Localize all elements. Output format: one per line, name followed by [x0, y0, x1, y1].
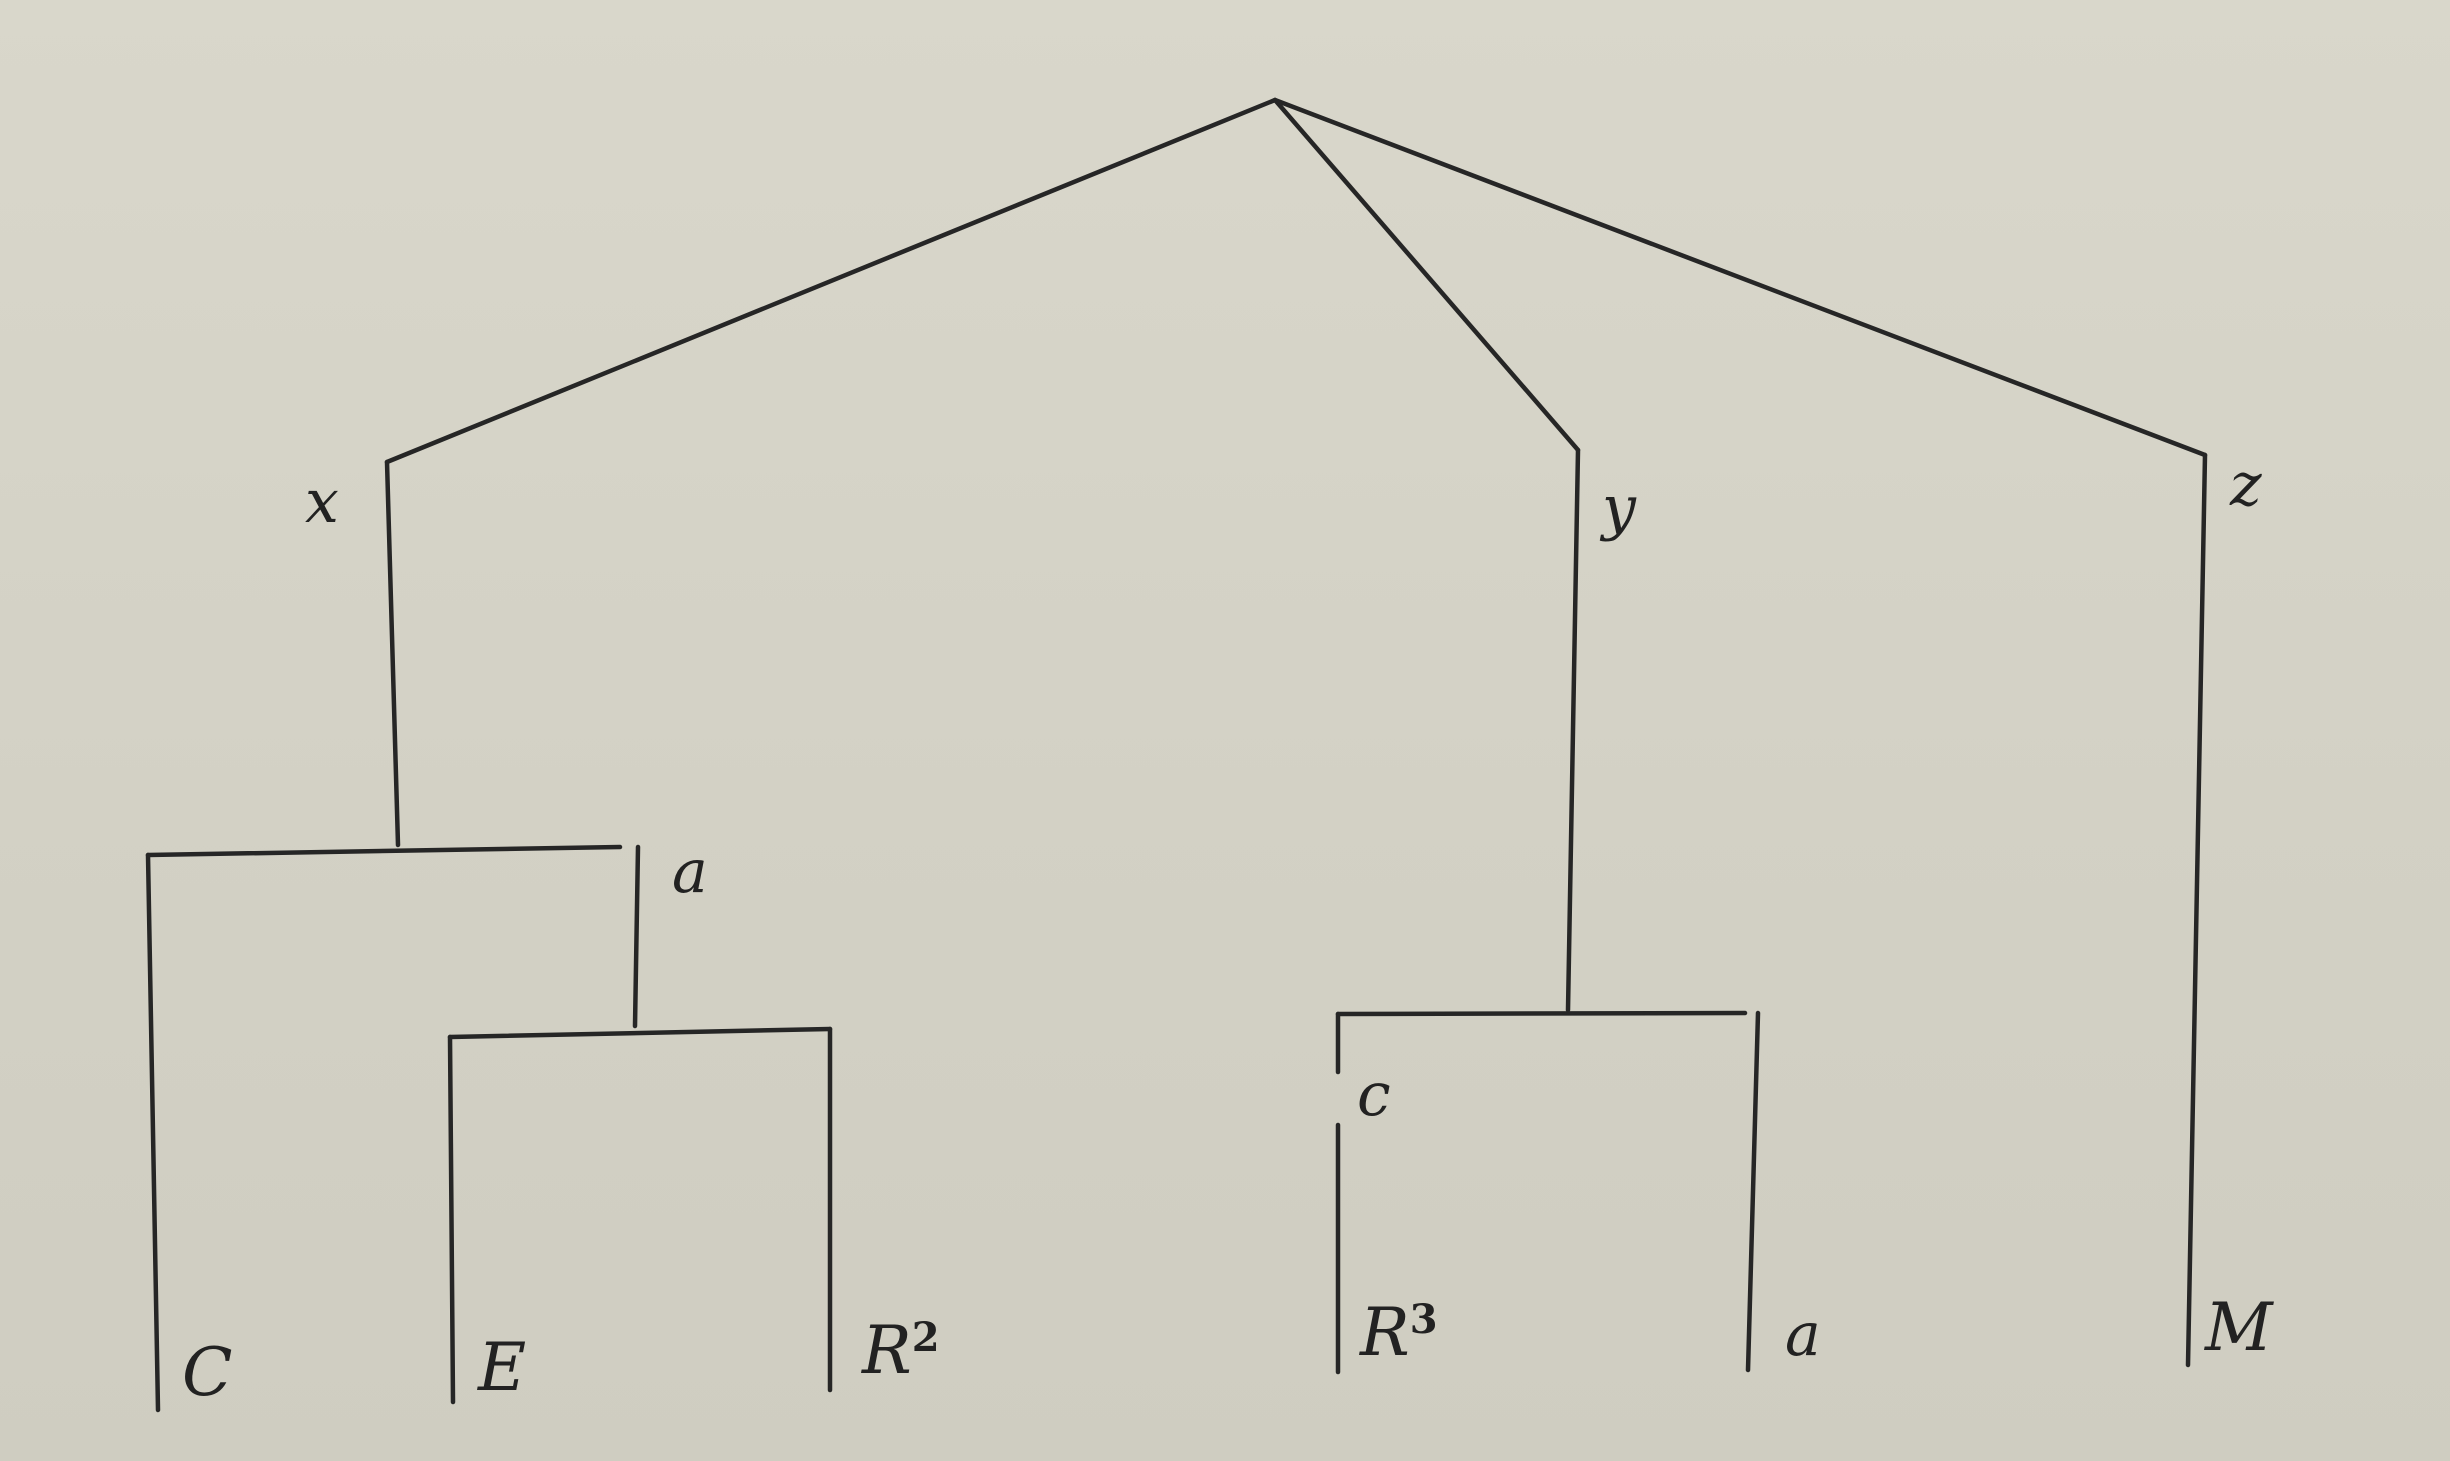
label-a-right: a [1785, 1300, 1821, 1370]
edge-root-x [384, 97, 1278, 465]
edge-root-y [1272, 97, 1581, 453]
bracket-c-top [1335, 1010, 1748, 1017]
label-R2: R2 [861, 1312, 940, 1389]
bracket-a-top [145, 844, 623, 858]
bracket-a-right-leg [632, 844, 641, 1029]
edge-z-down [2185, 452, 2208, 1368]
label-C: C [182, 1334, 233, 1411]
bracket-er-top [447, 1026, 833, 1040]
label-R3-exponent: 3 [1410, 1296, 1438, 1343]
label-x: x [305, 467, 339, 537]
edge-y-down [1565, 447, 1581, 1013]
label-R2-base: R [861, 1312, 912, 1389]
label-y: y [1599, 473, 1637, 543]
label-R3: R3 [1359, 1294, 1438, 1371]
edge-x-down [384, 459, 401, 848]
bracket-er-left-leg [447, 1034, 456, 1405]
label-E: E [477, 1329, 526, 1406]
label-z: z [2229, 450, 2262, 520]
label-R2-exponent: 2 [912, 1314, 940, 1361]
label-a-left: a [672, 837, 708, 907]
label-M: M [2204, 1289, 2274, 1366]
edge-root-z [1272, 97, 2208, 458]
label-c: c [1357, 1060, 1391, 1130]
bracket-c-right-leg [1745, 1010, 1761, 1373]
bracket-a-left-leg [145, 852, 161, 1413]
label-R3-base: R [1359, 1294, 1410, 1371]
